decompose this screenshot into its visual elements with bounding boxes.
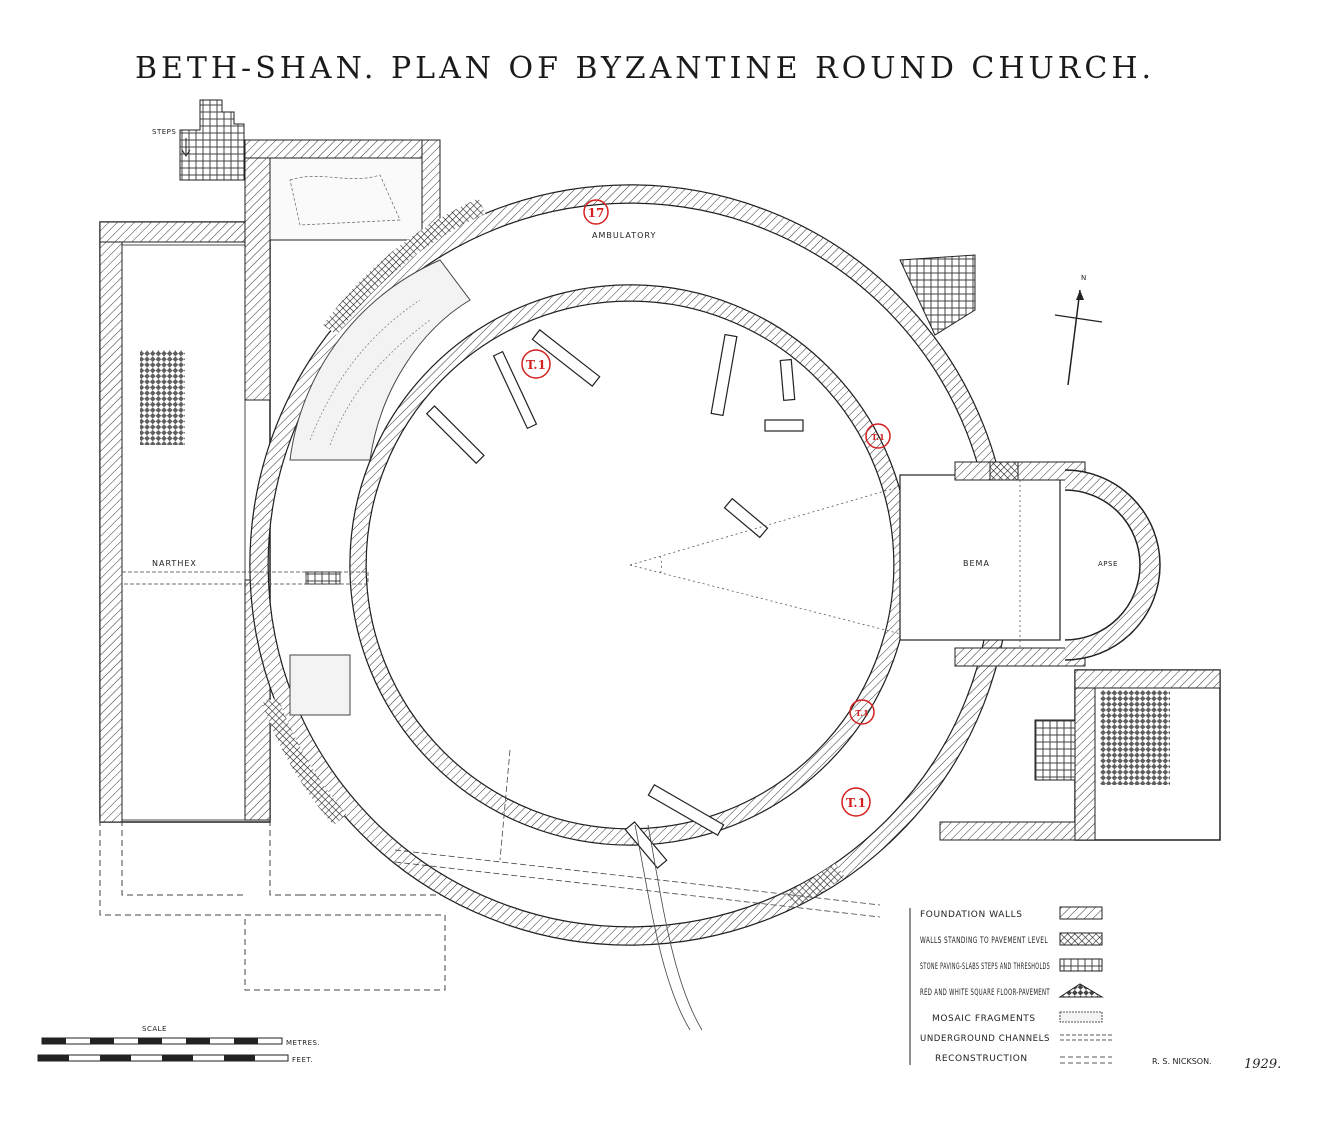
legend-item-channels: UNDERGROUND CHANNELS bbox=[920, 1034, 1112, 1044]
page-title: BETH-SHAN. PLAN OF BYZANTINE ROUND CHURC… bbox=[135, 51, 1155, 86]
marker-t1-upper-text: T.1 bbox=[526, 358, 546, 372]
apse: APSE bbox=[1064, 469, 1161, 661]
bema-label: BEMA bbox=[963, 559, 990, 568]
signature-year: 1929. bbox=[1244, 1057, 1281, 1072]
scale-bar: SCALE METRES. FEET. bbox=[37, 1025, 320, 1064]
legend-label: UNDERGROUND CHANNELS bbox=[920, 1034, 1050, 1044]
marker-east-small: T.1 bbox=[865, 423, 891, 449]
narthex-passage: NARTHEX bbox=[121, 559, 369, 585]
ambulatory-label: AMBULATORY bbox=[592, 231, 656, 240]
legend-item-pavement: RED AND WHITE SQUARE FLOOR-PAVEMENT bbox=[920, 983, 1104, 998]
northeast-fragment bbox=[899, 254, 976, 336]
column-slabs bbox=[425, 329, 916, 869]
scale-feet-label: FEET. bbox=[292, 1056, 313, 1064]
legend-label: WALLS STANDING TO PAVEMENT LEVEL bbox=[920, 936, 1048, 946]
north-arrow: N bbox=[1054, 274, 1103, 386]
marker-17-text: 17 bbox=[588, 206, 605, 220]
marker-t1-lower: T.1 bbox=[841, 787, 871, 817]
scale-metres-label: METRES. bbox=[286, 1039, 320, 1047]
legend-item-foundation: FOUNDATION WALLS bbox=[920, 906, 1103, 920]
legend-item-slabs: STONE PAVING-SLABS STEPS AND THRESHOLDS bbox=[920, 958, 1103, 972]
legend-item-reconstruction: RECONSTRUCTION bbox=[935, 1054, 1112, 1064]
legend-label: STONE PAVING-SLABS STEPS AND THRESHOLDS bbox=[920, 962, 1050, 972]
legend-item-mosaic: MOSAIC FRAGMENTS bbox=[932, 1011, 1103, 1024]
steps-label: STEPS bbox=[152, 128, 176, 136]
marker-east-small-text: T.1 bbox=[871, 432, 884, 442]
legend-label: RED AND WHITE SQUARE FLOOR-PAVEMENT bbox=[920, 988, 1050, 998]
legend-item-standing: WALLS STANDING TO PAVEMENT LEVEL bbox=[920, 932, 1103, 946]
legend-label: MOSAIC FRAGMENTS bbox=[932, 1014, 1036, 1024]
southeast-annex bbox=[939, 669, 1221, 841]
mosaic-fragment-nw bbox=[289, 259, 471, 716]
steps-stair: STEPS bbox=[152, 99, 245, 181]
marker-t1-lower-text: T.1 bbox=[846, 796, 866, 810]
bema-sightlines bbox=[629, 474, 941, 636]
legend-label: RECONSTRUCTION bbox=[935, 1054, 1028, 1064]
signature-name: R. S. NICKSON. bbox=[1152, 1057, 1212, 1066]
north-label: N bbox=[1081, 274, 1087, 282]
narthex-label: NARTHEX bbox=[152, 559, 197, 568]
bema-chancel: BEMA bbox=[899, 461, 1086, 667]
legend: FOUNDATION WALLS WALLS STANDING TO PAVEM… bbox=[909, 906, 1112, 1065]
underground-channels bbox=[394, 749, 881, 1031]
marker-southeast-small-text: T.1 bbox=[855, 708, 868, 718]
apse-label: APSE bbox=[1098, 560, 1118, 568]
legend-label: FOUNDATION WALLS bbox=[920, 910, 1023, 920]
marker-t1-upper: T.1 bbox=[521, 349, 551, 379]
scale-heading: SCALE bbox=[142, 1025, 167, 1033]
signature: R. S. NICKSON. 1929. bbox=[1152, 1057, 1281, 1072]
marker-17: 17 bbox=[583, 199, 609, 225]
marker-southeast-small: T.1 bbox=[849, 699, 875, 725]
